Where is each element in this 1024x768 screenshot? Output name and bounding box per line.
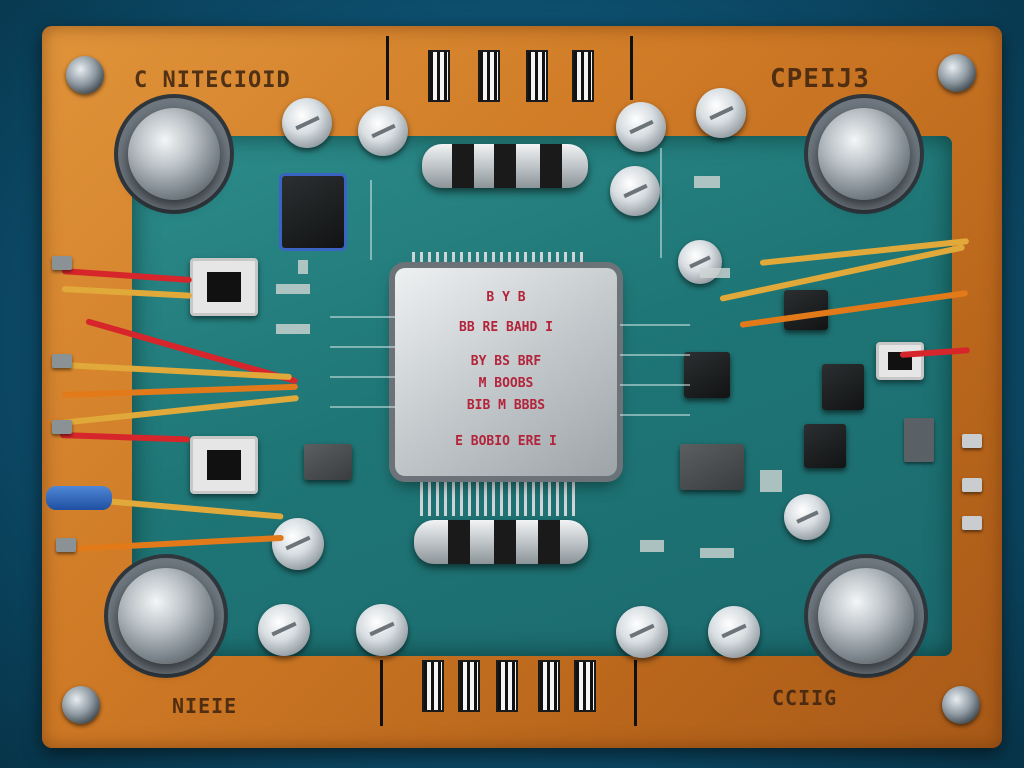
microchip [822, 364, 864, 410]
pcb-trace [620, 384, 690, 386]
cpu-pins-top [412, 252, 583, 270]
board-label-bottom-left: NIEIE [172, 694, 238, 718]
smd-pad [276, 324, 310, 334]
connector-block [904, 418, 934, 462]
lead-wire [386, 36, 389, 100]
capacitor [356, 604, 408, 656]
pin-header [422, 660, 444, 712]
capacitor [616, 606, 668, 658]
potentiometer-knob[interactable] [128, 108, 220, 200]
capacitor [258, 604, 310, 656]
corner-screw [66, 56, 104, 94]
screw-terminal [52, 256, 72, 270]
board-label-bottom-right: CCIIG [772, 686, 838, 710]
potentiometer-knob[interactable] [818, 568, 914, 664]
pcb-trace [370, 180, 372, 260]
cpu-marking: BY BS BRF [470, 354, 542, 369]
corner-screw [938, 54, 976, 92]
board-label-top-left: C NITECIOID [134, 68, 291, 93]
pcb-trace [660, 148, 662, 258]
screw-terminal [962, 516, 982, 530]
pcb-trace [330, 346, 396, 348]
capacitor [696, 88, 746, 138]
microchip [282, 176, 344, 248]
screw-terminal [56, 538, 76, 552]
pcb-trace [620, 414, 690, 416]
cpu-marking: B Y B [486, 290, 526, 305]
smd-pad [298, 260, 308, 274]
potentiometer-knob[interactable] [818, 108, 910, 200]
screw-terminal [962, 478, 982, 492]
pin-header [458, 660, 480, 712]
board-label-top-right: CPEIJ3 [770, 64, 870, 94]
relay-block [190, 258, 258, 316]
pin-header [478, 50, 500, 102]
pin-header [496, 660, 518, 712]
screw-terminal [962, 434, 982, 448]
pin-header [574, 660, 596, 712]
blue-capacitor [46, 486, 112, 510]
pcb-trace [330, 406, 396, 408]
pcb-trace [620, 354, 690, 356]
microchip [804, 424, 846, 468]
lead-wire [634, 660, 637, 726]
screw-terminal [52, 354, 72, 368]
capacitor [784, 494, 830, 540]
pcb-trace [330, 316, 396, 318]
smd-pad [276, 284, 310, 294]
cpu-pins-bottom [420, 482, 575, 516]
pcb-trace [330, 376, 396, 378]
corner-screw [942, 686, 980, 724]
cpu-marking: BIB M BBBS [466, 398, 546, 413]
microchip [680, 444, 744, 490]
capacitor [282, 98, 332, 148]
pcb-trace [620, 324, 690, 326]
capacitor [616, 102, 666, 152]
microchip [684, 352, 730, 398]
smd-pad [760, 470, 782, 492]
corner-screw [62, 686, 100, 724]
microchip [304, 444, 352, 480]
cpu-marking: M BOOBS [478, 376, 534, 391]
lead-wire [630, 36, 633, 100]
lead-wire [380, 660, 383, 726]
capacitor [708, 606, 760, 658]
smd-pad [640, 540, 664, 552]
relay-block [876, 342, 924, 380]
capacitor [272, 518, 324, 570]
cpu-chip: B Y B BB RE BAHD I BY BS BRF M BOOBS BIB… [395, 268, 617, 476]
screw-terminal [52, 420, 72, 434]
capacitor [358, 106, 408, 156]
pin-header [428, 50, 450, 102]
smd-pad [700, 548, 734, 558]
power-resistor [414, 520, 588, 564]
smd-pad [700, 268, 730, 278]
cpu-marking: E BOBIO ERE I [455, 434, 557, 449]
pin-header [538, 660, 560, 712]
capacitor [610, 166, 660, 216]
pin-header [526, 50, 548, 102]
smd-pad [694, 176, 720, 188]
power-resistor [422, 144, 588, 188]
potentiometer-knob[interactable] [118, 568, 214, 664]
pin-header [572, 50, 594, 102]
relay-block [190, 436, 258, 494]
cpu-marking: BB RE BAHD I [459, 320, 553, 335]
